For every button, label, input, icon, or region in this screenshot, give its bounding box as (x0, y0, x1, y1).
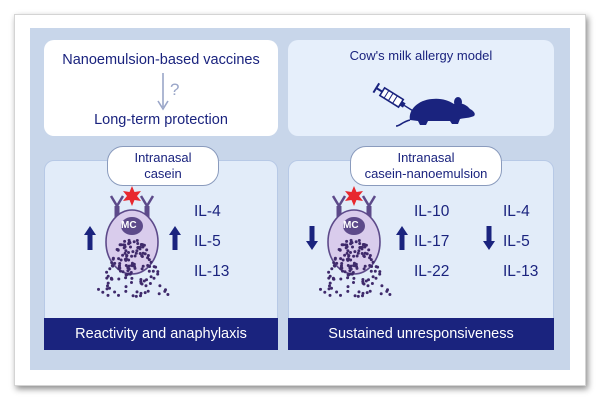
model-title: Cow's milk allergy model (349, 48, 493, 63)
mouse-icon (395, 97, 475, 127)
cytokine-up-arrow-icon (169, 226, 181, 250)
pill-line-1: Intranasal (134, 150, 192, 165)
cell-nucleus (343, 217, 365, 235)
granules (97, 238, 170, 298)
vaccine-question-box: Nanoemulsion-based vaccines ? Long-term … (44, 40, 278, 136)
cytokine-il-22: IL-22 (414, 263, 450, 280)
unresponsiveness-footer: Sustained unresponsiveness (288, 318, 554, 350)
cytokine-il-4: IL-4 (194, 203, 221, 220)
vaccine-title: Nanoemulsion-based vaccines (62, 52, 260, 68)
cytokine-il-5: IL-5 (194, 233, 221, 250)
down-arrow-icon (157, 73, 169, 111)
syringe-icon (372, 82, 414, 112)
cytokine-il-13: IL-13 (194, 263, 230, 280)
ige-antibody-icon (109, 195, 155, 218)
mast-cell-up-arrow-icon (84, 226, 96, 250)
granules (319, 238, 392, 298)
ige-antibody-icon (331, 195, 377, 218)
cytokine-il-4: IL-4 (503, 203, 530, 220)
allergen-icon (345, 186, 363, 206)
mast-cell-label: MC (343, 220, 359, 231)
pill-line-1: Intranasal (397, 150, 455, 165)
mast-cell-down-arrow-icon (306, 226, 318, 250)
question-mark: ? (170, 80, 180, 99)
group2-down-arrow-icon (483, 226, 495, 250)
cytokine-il-17: IL-17 (414, 233, 450, 250)
reactivity-footer: Reactivity and anaphylaxis (44, 318, 278, 350)
cytokine-il-13: IL-13 (503, 263, 539, 280)
mast-cell-label: MC (121, 220, 137, 231)
cytokine-il-10: IL-10 (414, 203, 450, 220)
group1-up-arrow-icon (396, 226, 408, 250)
allergen-icon (123, 186, 141, 206)
pill-line-2: casein-nanoemulsion (364, 166, 488, 181)
nanoemulsion-pill: Intranasal casein-nanoemulsion (350, 146, 502, 186)
model-box: Cow's milk allergy model (288, 40, 554, 136)
protection-label: Long-term protection (94, 112, 228, 128)
mast-cell-icon (319, 186, 392, 298)
pill-line-2: casein (144, 166, 182, 181)
cytokine-il-5: IL-5 (503, 233, 530, 250)
mast-cell-icon (97, 186, 170, 298)
casein-pill: Intranasal casein (107, 146, 219, 186)
cell-nucleus (121, 217, 143, 235)
